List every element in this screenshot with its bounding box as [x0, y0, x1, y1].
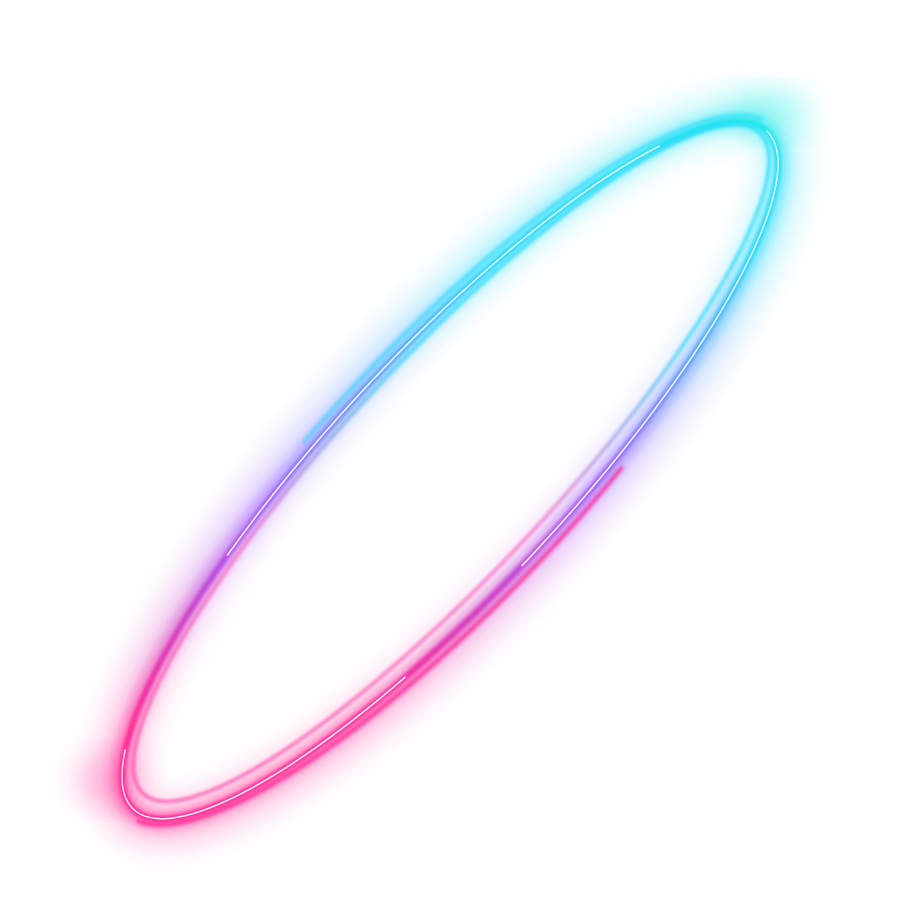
ring-streak-lower: [135, 465, 625, 827]
ring-main-band: [118, 118, 782, 822]
aqua-flare: [730, 90, 810, 134]
ring-mid-glow: [113, 112, 787, 828]
ring-streak-upper: [302, 113, 764, 444]
ring-group: [99, 98, 801, 842]
ring-inner-trace: [131, 122, 771, 803]
ring-outer-glow: [99, 98, 801, 842]
pink-flare: [74, 754, 146, 806]
ring-white-core: [121, 120, 779, 820]
